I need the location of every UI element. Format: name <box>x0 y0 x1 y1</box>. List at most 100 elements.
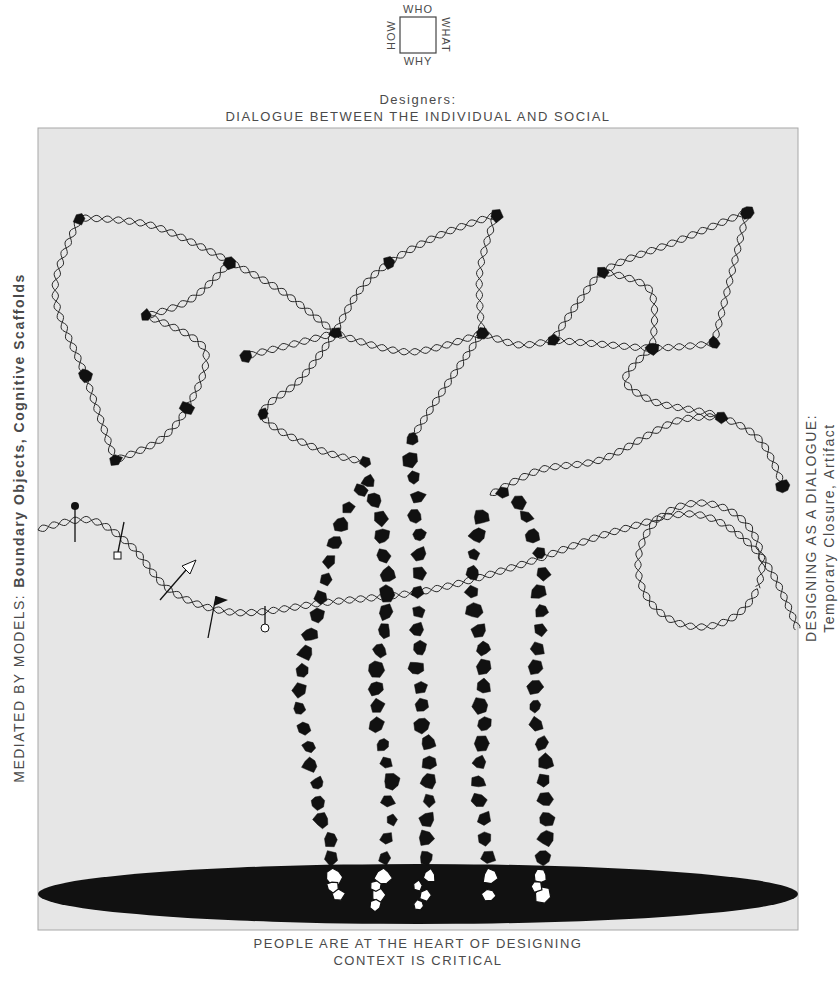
stone <box>715 412 728 424</box>
stone <box>375 511 389 527</box>
caption-label: WHAT <box>439 17 453 53</box>
rope-strand <box>490 414 719 495</box>
ground-stone <box>531 882 542 893</box>
stone <box>413 529 427 541</box>
stone <box>420 774 436 789</box>
stone <box>529 716 543 731</box>
pin-stem <box>118 522 124 552</box>
stone <box>476 659 491 675</box>
stone <box>419 830 434 845</box>
rope-strand <box>246 332 333 356</box>
ground-stone <box>370 899 381 911</box>
stone <box>548 334 560 345</box>
stone <box>380 566 396 582</box>
ground-stone <box>371 881 381 892</box>
stone <box>258 408 268 420</box>
stone <box>709 336 720 349</box>
stone <box>471 776 485 787</box>
label-group: WHAT <box>439 17 453 53</box>
stone <box>478 717 492 731</box>
stone <box>329 328 343 338</box>
caption-label: Boundary Objects, Cognitive Scaffolds <box>10 273 28 588</box>
stone <box>314 590 327 604</box>
stone <box>776 480 790 493</box>
stone <box>384 256 395 269</box>
stone <box>471 624 486 638</box>
stone <box>535 851 551 866</box>
ground-stone <box>327 882 339 893</box>
rope-strand <box>553 338 713 351</box>
stone <box>141 308 151 320</box>
rope-strand <box>603 272 658 348</box>
caption-label: DESIGNING AS A DIALOGUE: <box>802 414 820 642</box>
stone <box>468 528 485 543</box>
stone <box>536 605 549 617</box>
stone <box>474 736 489 751</box>
ground-panel <box>38 128 798 930</box>
stone <box>419 812 434 827</box>
caption-label: Designers: <box>379 92 456 109</box>
stone <box>371 698 385 712</box>
stone <box>410 491 426 503</box>
rope-strand <box>603 270 658 348</box>
stone <box>530 700 541 713</box>
stone <box>325 832 338 846</box>
stone <box>537 567 551 581</box>
stone <box>464 585 478 598</box>
stone <box>537 792 554 805</box>
ground-stone <box>414 880 423 891</box>
label-group: HOW <box>384 20 398 50</box>
stone <box>598 267 610 278</box>
caption-label: WHO <box>403 2 433 16</box>
stone <box>495 487 508 498</box>
stone <box>478 832 491 846</box>
stone <box>532 547 545 558</box>
rope-strand <box>482 332 551 348</box>
stone <box>528 660 543 675</box>
caption-label: WHY <box>404 54 433 68</box>
stone <box>413 567 426 580</box>
stone <box>294 702 306 714</box>
stone <box>380 757 393 768</box>
stone <box>313 813 328 829</box>
rope-strand <box>146 261 228 318</box>
stone <box>413 606 425 618</box>
rope-strand <box>262 333 365 465</box>
rope-strand <box>713 212 749 342</box>
stone <box>520 511 534 522</box>
stone <box>474 510 489 524</box>
stone <box>296 645 311 661</box>
stone <box>645 343 659 355</box>
rope-strand <box>146 264 232 316</box>
stone <box>310 608 325 623</box>
stone <box>408 471 420 484</box>
stone <box>537 774 549 787</box>
rope-strand <box>52 218 117 458</box>
pin-head <box>71 502 79 510</box>
stone <box>361 474 374 486</box>
ground-stone <box>481 889 496 900</box>
rope-strand <box>335 216 495 333</box>
stone <box>380 833 393 844</box>
stone <box>476 641 490 656</box>
stone <box>415 698 428 711</box>
rope-strand <box>115 315 209 462</box>
rope-strand <box>115 316 209 460</box>
stone <box>179 401 195 414</box>
stone <box>530 642 544 655</box>
rope-strand <box>635 501 765 630</box>
stone <box>477 678 490 693</box>
stone <box>422 756 436 769</box>
stone <box>472 755 486 768</box>
stone <box>368 682 383 696</box>
rope-strand <box>80 215 228 264</box>
stone <box>297 722 311 735</box>
stone <box>359 456 370 467</box>
stone <box>468 549 480 560</box>
stone <box>324 851 337 867</box>
rope-strand <box>38 511 796 630</box>
stone <box>327 537 342 549</box>
stone <box>411 547 426 561</box>
rope-strand <box>335 332 482 355</box>
